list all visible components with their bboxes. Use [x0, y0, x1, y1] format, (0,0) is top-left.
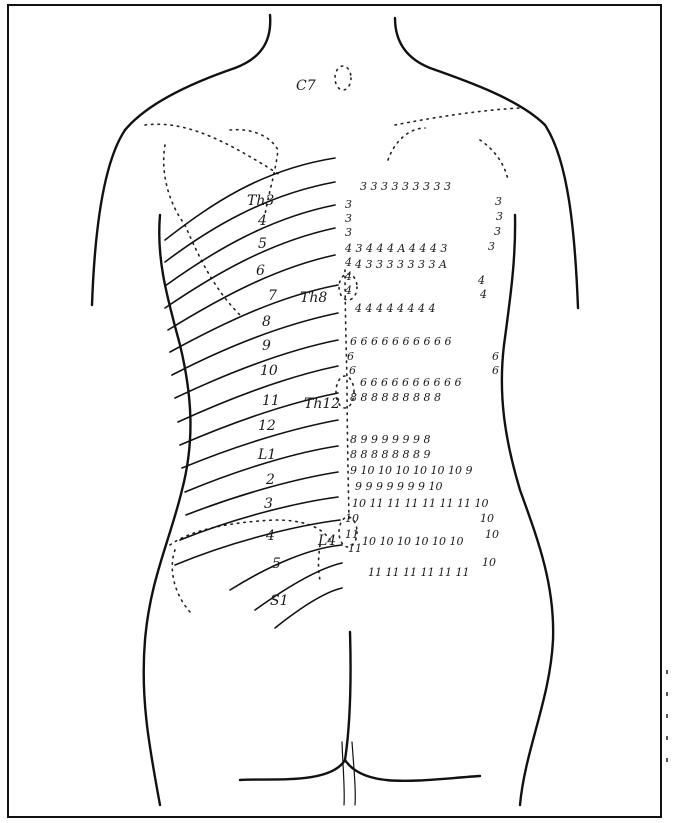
left-torso	[144, 215, 191, 805]
spine-dots	[345, 270, 349, 520]
digits-row: 8 8 8 8 8 8 8 8 8	[350, 391, 441, 404]
left-number: 6	[256, 263, 265, 279]
digits-row: 8 8 8 8 8 8 8 9	[350, 448, 430, 461]
digits-row: 4 3 3 3 3 3 3 3 A	[354, 258, 447, 271]
gluteal-cleft-left	[342, 742, 344, 805]
left-number: 4	[265, 528, 275, 544]
label-l4: L4	[317, 533, 336, 549]
digits-col: 11	[345, 528, 359, 541]
label-l1: L1	[257, 447, 276, 463]
digits-col: 6	[492, 364, 499, 377]
digits-row: 10 10 10 10 10 10	[362, 535, 463, 548]
left-number: 5	[258, 236, 267, 252]
left-number: 2	[265, 472, 275, 488]
left-number: 4	[257, 213, 267, 229]
neck-right	[395, 18, 545, 125]
digits-col: 4	[479, 288, 487, 301]
label-th3: Th3	[247, 193, 274, 209]
left-shoulder-arm	[92, 130, 125, 305]
segment-labels: C7 Th3 Th8 Th12 L4 S1 L1 4 5 6 7 8 9 10 …	[247, 78, 340, 609]
right-shoulder-arm	[545, 125, 578, 308]
digits-col: 3	[494, 225, 501, 238]
digits-col: 6	[492, 350, 499, 363]
left-buttock	[240, 632, 351, 780]
digits-col: 3	[496, 210, 503, 223]
right-scapula-dots	[388, 108, 520, 180]
digits-col: 3	[488, 240, 495, 253]
neck-left	[125, 15, 270, 130]
digits-col: 3	[345, 198, 352, 211]
digits-col: 10	[482, 556, 496, 569]
digits-row: 6 6 6 6 6 6 6 6 6 6	[350, 335, 451, 348]
label-c7: C7	[296, 78, 316, 94]
dermatome-digit-grid: 3 3 3 3 3 3 3 3 3 3 3 3 3 3 3 3 4 3 4 4 …	[344, 180, 503, 579]
digits-col: 11	[348, 542, 362, 555]
digits-col: 10	[485, 528, 499, 541]
left-number: 9	[262, 338, 271, 354]
left-number: 3	[264, 496, 273, 512]
dermatome-lines	[165, 158, 342, 628]
digits-col: 4	[344, 270, 352, 283]
label-th8: Th8	[300, 290, 327, 306]
bone-landmarks-dotted	[145, 66, 520, 612]
digits-col: 4	[344, 284, 352, 297]
digits-col: 4	[477, 274, 485, 287]
digits-row: 9 9 9 9 9 9 9 10	[355, 480, 442, 493]
label-th12: Th12	[304, 396, 340, 412]
left-number: 12	[258, 418, 276, 434]
right-buttock	[345, 760, 480, 781]
label-s1: S1	[270, 593, 289, 609]
digits-col: 3	[345, 226, 352, 239]
digits-row: 4 3 4 4 4 A 4 4 4 3	[344, 242, 447, 255]
digits-col: 3	[495, 195, 502, 208]
gluteal-cleft-right	[352, 742, 355, 805]
edge-scan-marks	[663, 670, 673, 820]
digits-col: 10	[345, 512, 359, 525]
c7-circle	[335, 66, 351, 90]
left-number: 11	[262, 393, 280, 409]
right-torso	[502, 215, 553, 805]
left-number: 10	[260, 363, 278, 379]
digits-row: 11 11 11 11 11 11	[368, 566, 469, 579]
digits-row: 6 6 6 6 6 6 6 6 6 6	[360, 376, 461, 389]
digits-col: 4	[344, 256, 352, 269]
digits-row: 10 11 11 11 11 11 11 10	[352, 497, 488, 510]
digits-col: 3	[345, 212, 352, 225]
digits-row: 3 3 3 3 3 3 3 3 3	[360, 180, 451, 193]
digits-col: 10	[480, 512, 494, 525]
left-number: 5	[272, 556, 281, 572]
left-number: 7	[268, 288, 277, 304]
digits-col: 6	[349, 364, 356, 377]
digits-row: 4 4 4 4 4 4 4 4	[354, 302, 435, 315]
digits-col: 6	[347, 350, 354, 363]
digits-row: 8 9 9 9 9 9 9 8	[350, 433, 430, 446]
digits-row: 9 10 10 10 10 10 10 9	[350, 464, 472, 477]
left-number: 8	[262, 314, 271, 330]
